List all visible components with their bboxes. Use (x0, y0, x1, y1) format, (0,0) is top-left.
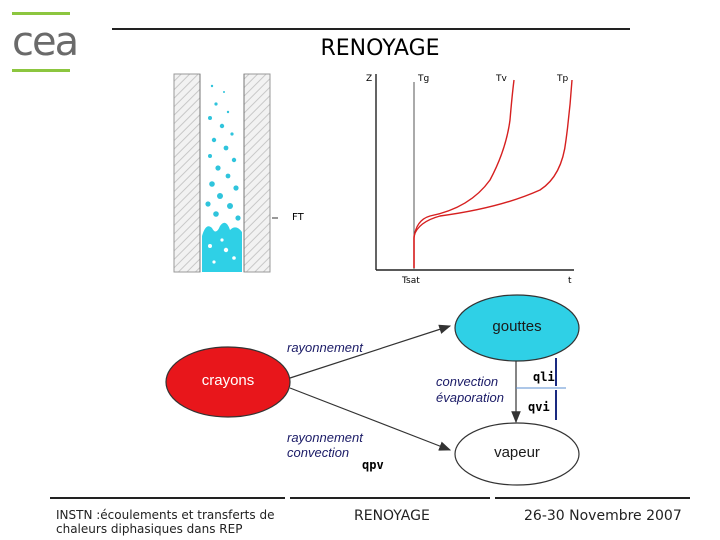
footer-left-line2: chaleurs diphasiques dans REP (56, 522, 243, 536)
tg-label: Tg (418, 74, 430, 84)
footer-right: 26-30 Novembre 2007 (524, 508, 682, 524)
qvi-label: qvi (528, 400, 550, 414)
tp-label: Tp (557, 74, 569, 84)
tp-curve (413, 79, 573, 268)
bubbles (208, 238, 236, 264)
qpv-label: qpv (362, 458, 384, 472)
rayonnement-vapeur-label: rayonnement (287, 430, 363, 445)
evaporation-label: évaporation (436, 390, 504, 405)
footer-rule-right (495, 497, 690, 499)
page-title: RENOYAGE (320, 36, 440, 61)
crayons-label: crayons (201, 372, 255, 389)
convection-label: convection (436, 374, 499, 389)
logo-top-line (12, 12, 70, 15)
gouttes-node (454, 294, 580, 362)
convection-vapeur-label: convection (287, 445, 350, 460)
logo-bottom-line (12, 69, 70, 72)
footer-left-line1: INSTN :écoulements et transferts de (56, 508, 275, 522)
droplets (205, 84, 241, 221)
rayonnement-label: rayonnement (287, 340, 363, 355)
cea-logo: cea (12, 19, 79, 65)
vapeur-label: vapeur (494, 444, 540, 461)
rod-channel (173, 73, 271, 273)
temperature-plot (375, 74, 574, 271)
scheme-arrows (289, 324, 521, 451)
header-rule (112, 28, 630, 30)
footer-center: RENOYAGE (354, 508, 430, 524)
footer-rule-left (50, 497, 285, 499)
qli-label: qli (533, 370, 555, 384)
flux-markers (516, 358, 566, 420)
liquid-column (202, 222, 242, 272)
gouttes-label: gouttes (492, 318, 542, 335)
ft-label: FT (292, 212, 304, 223)
vapeur-node (454, 422, 580, 486)
crayons-node (165, 346, 291, 418)
axis-z-label: Z (366, 74, 373, 84)
tv-curve (413, 79, 515, 268)
tv-label: Tv (496, 74, 507, 84)
footer-rule-center (290, 497, 490, 499)
tsat-label: Tsat (402, 276, 420, 286)
axis-t-label: t (568, 276, 572, 286)
